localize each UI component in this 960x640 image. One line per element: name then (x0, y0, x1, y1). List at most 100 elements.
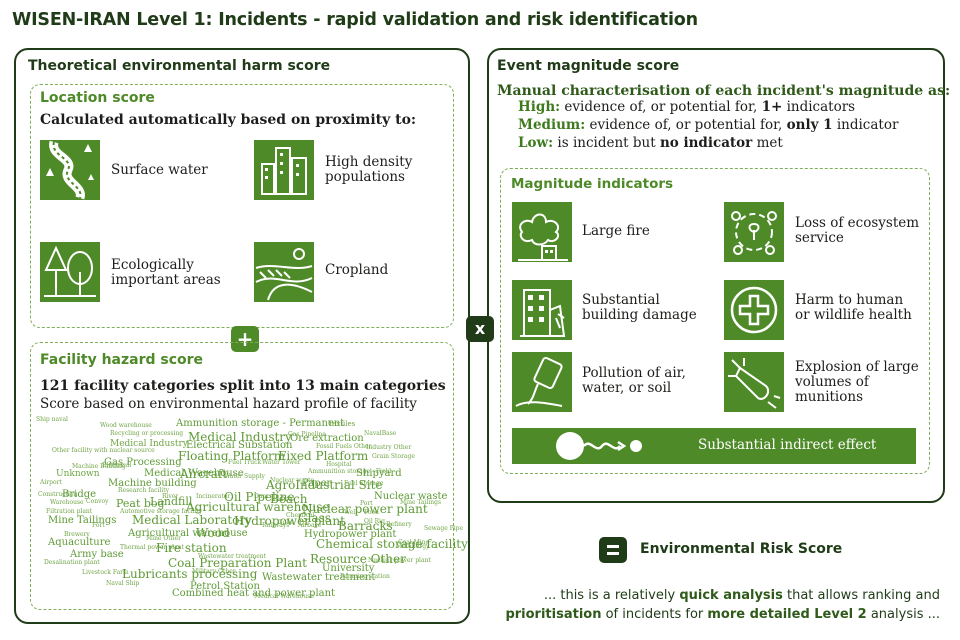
facility-word: Unknown (56, 469, 100, 479)
equals-badge (599, 537, 627, 563)
buildings-icon (254, 140, 314, 200)
facility-word: Naval Ship (106, 580, 140, 587)
note-text: of incidents for (601, 607, 708, 622)
level-strong: only 1 (786, 117, 833, 133)
facility-word: Bridge (62, 489, 97, 500)
facility-word: Construction (38, 491, 78, 498)
facility-word: Hydropower plant (304, 529, 397, 540)
facility-word: Dam (254, 493, 269, 500)
facility-word: Nuclear waste (374, 491, 448, 502)
facility-word: Pumping station (340, 573, 390, 580)
facility-word: Wood warehouse (100, 422, 152, 429)
facility-word: Shipyard (356, 468, 402, 479)
page-title: WISEN-IRAN Level 1: Incidents - rapid va… (12, 10, 698, 30)
bomb-icon (724, 352, 784, 412)
facility-word: Barracks (338, 519, 393, 533)
indirect-effect-label: Substantial indirect effect (698, 437, 877, 453)
facility-word: Medical Warehouse (254, 593, 314, 600)
location-score-subtitle: Calculated automatically based on proxim… (40, 112, 417, 128)
ecosystem-label: Loss of ecosystem service (795, 215, 920, 246)
magnitude-indicators-box (500, 168, 930, 474)
facility-word: Combined heat and power plant (172, 588, 336, 599)
facility-word: Food (364, 509, 379, 516)
facility-word: Wood (196, 526, 230, 540)
facility-word: Metallurgy (396, 543, 430, 550)
facility-word: Industry Other (366, 444, 412, 451)
facility-word: Filtration plant (46, 508, 93, 515)
cropland-label: Cropland (325, 262, 389, 278)
facility-word: Coal Preparation Plant (168, 556, 307, 570)
facility-word: Airbase (298, 522, 322, 529)
trees-icon (40, 242, 100, 302)
ripple-icon (556, 432, 642, 460)
facility-word: Floating Platform (178, 449, 286, 463)
facility-word: Fort (92, 522, 105, 529)
health-harm-label: Harm to human or wildlife health (795, 292, 912, 323)
facility-word: Textiles (328, 420, 356, 428)
magnitude-panel (487, 48, 945, 503)
note-text: ... this is a relatively (543, 588, 680, 603)
explosion-label: Explosion of large volumes of munitions (795, 359, 919, 405)
facility-word: Coke (278, 519, 294, 526)
note-strong: more detailed Level 2 (707, 607, 867, 622)
facility-word: Fuel Truck (228, 459, 262, 466)
surface-water-label: Surface water (111, 162, 208, 178)
facility-word: Recycling or processing (110, 430, 184, 437)
facility-word: Agricultural warehouse (186, 500, 330, 514)
facility-word: Medical Industry (188, 430, 292, 444)
facility-word: Aircraft (180, 467, 228, 481)
facility-word: Oil Pipeline (224, 490, 295, 504)
multiply-badge: x (466, 316, 494, 342)
facility-word: Thermal power plant (120, 544, 184, 551)
facility-word: Electrical (102, 462, 132, 469)
facility-word: Ammunition storage - Permanent (176, 418, 345, 429)
ecological-areas-label: Ecologically important areas (111, 257, 221, 288)
facility-word: Automotive storage facility (120, 508, 203, 515)
facility-word: Chemical storage facility (316, 537, 468, 551)
level-high: High: evidence of, or potential for, 1+ … (518, 100, 855, 115)
facility-word: Airport (40, 479, 62, 486)
facility-word: Peat bog (116, 497, 165, 510)
facility-word: Water Tower (262, 459, 301, 466)
level-text: evidence of, or potential for, (564, 99, 762, 115)
facility-word: Mine Other (146, 535, 181, 542)
analysis-note: ... this is a relatively quick analysis … (500, 586, 940, 624)
facility-word: Port (360, 500, 373, 507)
facility-word: Other facility with nuclear source (52, 447, 155, 454)
high-density-label: High density populations (325, 154, 413, 185)
facility-word: Wastewater treatment (198, 553, 267, 560)
facility-word: Fuel Storage (344, 480, 384, 487)
note-strong: quick analysis (679, 588, 783, 603)
level-strong: 1+ (761, 99, 783, 115)
indirect-effect-bar: Substantial indirect effect (512, 428, 916, 464)
facility-subtitle-2: Score based on environmental hazard prof… (40, 396, 417, 412)
facility-word: Livestock Farm (82, 569, 129, 576)
fields-icon (254, 242, 314, 302)
facility-word: Machine Building (72, 463, 126, 470)
facility-word: Army base (70, 549, 124, 560)
facility-word: Medical Industry (110, 439, 188, 449)
facility-word: Medical Laboratory (132, 513, 252, 527)
level-name: High: (518, 99, 561, 115)
plus-badge: + (231, 326, 259, 352)
facility-word: Railways (262, 522, 290, 529)
river-icon (40, 140, 100, 200)
facility-word: Water Supply (224, 473, 265, 480)
facility-word: Nuclear power plant (368, 557, 431, 564)
damaged-building-icon (512, 280, 572, 340)
magnitude-intro: Manual characterisation of each incident… (497, 83, 951, 99)
magnitude-indicators-title: Magnitude indicators (511, 176, 674, 192)
health-cross-icon (724, 280, 784, 340)
facility-word: Aquaculture (48, 537, 111, 548)
note-strong: prioritisation (505, 607, 602, 622)
facility-word: Well (344, 509, 358, 516)
facility-word: Resource Other (310, 552, 406, 566)
facility-word: Gas Processing (104, 457, 182, 468)
level-text: indicator (832, 117, 899, 133)
facility-word: Fire station (156, 541, 227, 555)
facility-word: Military Other (192, 568, 236, 575)
facility-word: Mine Tailings (48, 515, 117, 526)
facility-word: Fixed Platform (278, 449, 369, 463)
facility-word: Hospital (326, 461, 352, 468)
